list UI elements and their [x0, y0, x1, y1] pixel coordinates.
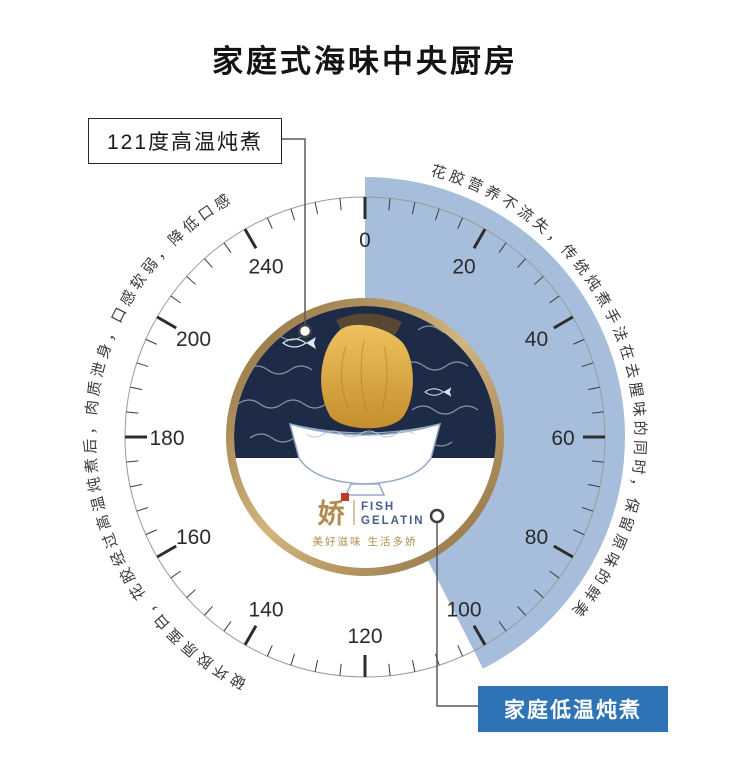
dial-tick-minor [388, 663, 391, 676]
dial-tick-label: 20 [452, 256, 475, 279]
dial-tick-minor [136, 506, 149, 512]
dial-tick-minor [170, 570, 181, 579]
dial-tick-label: 160 [176, 526, 211, 549]
brand-logo-en-line2: GELATIN [361, 515, 425, 527]
dial-tick-minor [314, 659, 319, 672]
gold-ring [226, 298, 504, 576]
brand-logo-en-line1: FISH [361, 501, 395, 513]
brand-logo: 娇 FISH GELATIN 美好滋味 生活多娇 [313, 493, 425, 548]
dial-tick-minor [498, 242, 507, 253]
dial-tick-minor [136, 362, 149, 368]
dial-tick-minor [549, 570, 560, 579]
brand-tagline: 美好滋味 生活多娇 [313, 535, 418, 548]
dial-tick-labels: 0 20 40 60 80 100 120 140 160 180 200 240 [149, 229, 574, 648]
dial-tick-minor [411, 659, 416, 672]
fish-icon [424, 387, 452, 397]
dial-tick-label: 240 [248, 256, 283, 279]
dial-tick-minor [573, 338, 585, 345]
dial-tick-minor [145, 529, 157, 536]
dial-tick-label: 140 [248, 598, 283, 621]
dial-tick-minor [573, 529, 585, 536]
connector-marker-high-temp [297, 323, 313, 339]
connector-line-high-temp [276, 138, 306, 324]
dial-tick-minor [587, 386, 600, 391]
dial-tick-minor [223, 621, 232, 632]
dial-tick-minor [534, 589, 544, 598]
dial-tick-label: 0 [359, 229, 371, 252]
dial-tick-minor [223, 242, 232, 253]
wave-illustration [237, 325, 479, 447]
brand-logo-cn: 娇 [318, 499, 346, 529]
dial-ticks [125, 197, 605, 677]
dial-tick-major [156, 544, 177, 559]
center-medallion: 娇 FISH GELATIN 美好滋味 生活多娇 [226, 298, 504, 576]
dial-tick-major [472, 625, 487, 646]
dial-tick-label: 100 [446, 598, 481, 621]
dial-tick-minor [130, 386, 143, 391]
dial-tick-minor [170, 295, 181, 304]
dial-tick-minor [434, 208, 440, 221]
dial-tick-minor [581, 506, 594, 512]
dial-tick-minor [266, 645, 273, 657]
connector-marker-low-temp [429, 508, 445, 524]
bowl-illustration [288, 422, 442, 496]
dial-tick-minor [266, 217, 273, 229]
dial-tick-minor [549, 295, 560, 304]
dial-tick-label: 180 [149, 427, 184, 450]
dial-tick-label: 200 [176, 328, 211, 351]
dial-tick-minor [534, 276, 544, 285]
dial-tick-minor [204, 606, 213, 616]
dial-tick-major [243, 625, 258, 646]
brand-seal [341, 493, 349, 501]
dial-tick-minor [517, 258, 526, 268]
dial-tick-major [156, 315, 177, 330]
dial-tick-minor [498, 621, 507, 632]
dial-tick-minor [314, 202, 319, 215]
page-title: 家庭式海味中央厨房 [212, 44, 518, 79]
dial-tick-minor [186, 276, 196, 285]
dial-tick-minor [591, 411, 604, 414]
dial-tick-minor [126, 411, 139, 414]
dial-tick-minor [126, 460, 139, 463]
dial-tick-minor [130, 483, 143, 488]
dial-tick-label: 80 [525, 526, 548, 549]
dial-tick-label: 120 [347, 625, 382, 648]
dial-tick-minor [587, 483, 600, 488]
dial-tick-minor [411, 202, 416, 215]
dial-tick-minor [581, 362, 594, 368]
connector-line-low-temp [436, 523, 492, 707]
dial-tick-minor [457, 217, 464, 229]
callout-high-temp: 121度高温炖煮 [88, 118, 283, 164]
dial-tick-major [243, 228, 258, 249]
dial-tick-minor [204, 258, 213, 268]
dial-tick-minor [290, 208, 296, 221]
dial-tick-minor [591, 460, 604, 463]
callout-low-temp: 家庭低温炖煮 [478, 686, 668, 732]
dial-tick-minor [290, 653, 296, 666]
dial-tick-label: 60 [551, 427, 574, 450]
dial-tick-major [472, 228, 487, 249]
dial-tick-minor [145, 338, 157, 345]
dial-tick-major [553, 315, 574, 330]
dial-tick-minor [388, 198, 391, 211]
dial-tick-minor [339, 663, 342, 676]
dial-tick-minor [517, 606, 526, 616]
dial-tick-label: 40 [525, 328, 548, 351]
dial-tick-minor [339, 198, 342, 211]
dial-tick-minor [457, 645, 464, 657]
fish-maw-illustration [321, 313, 413, 429]
dial-tick-major [553, 544, 574, 559]
fish-icon [281, 337, 316, 349]
dial-tick-minor [186, 589, 196, 598]
